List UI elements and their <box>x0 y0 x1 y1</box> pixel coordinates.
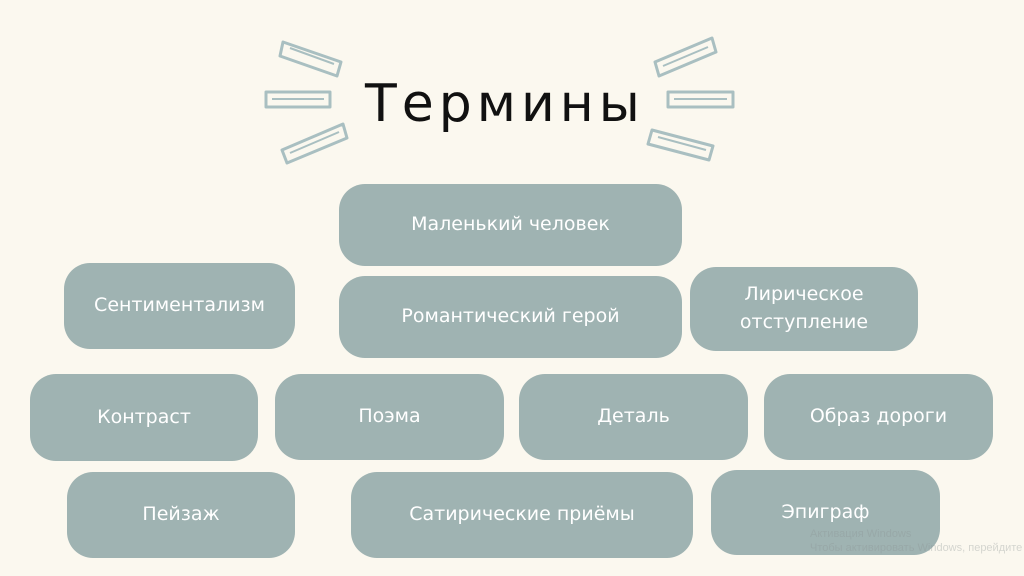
stroke-right-mid <box>666 90 735 109</box>
decorative-strokes <box>264 36 735 165</box>
term-label: Сатирические приёмы <box>409 503 635 526</box>
stroke-left-top <box>278 40 343 78</box>
term-little-man: Маленький человек <box>339 184 682 266</box>
term-label: Пейзаж <box>142 503 220 526</box>
term-label: Поэма <box>358 405 421 428</box>
term-label: Эпиграф <box>781 500 870 523</box>
windows-activation-watermark: Активация Windows Чтобы активировать Win… <box>810 528 1024 555</box>
term-label: Маленький человек <box>411 213 610 236</box>
term-label: Образ дороги <box>809 405 948 428</box>
term-detail: Деталь <box>519 374 748 460</box>
term-contrast: Контраст <box>30 374 258 461</box>
term-label: Сентиментализм <box>94 294 265 317</box>
term-label: Лирическое отступление <box>739 283 869 333</box>
term-satirical-devices: Сатирические приёмы <box>351 472 693 558</box>
term-road-image: Образ дороги <box>764 374 993 460</box>
term-epigraph: Эпиграф <box>711 470 940 555</box>
term-label: Романтический герой <box>401 305 620 328</box>
term-label: Контраст <box>97 405 191 428</box>
term-sentimentalism: Сентиментализм <box>64 263 295 349</box>
slide-title: Термины <box>365 74 645 134</box>
stroke-left-bottom <box>280 122 349 165</box>
term-romantic-hero: Романтический герой <box>339 276 682 358</box>
stroke-right-bottom <box>646 128 715 162</box>
term-poem: Поэма <box>275 374 504 460</box>
term-label: Деталь <box>597 405 670 428</box>
stroke-left-mid <box>264 90 332 109</box>
term-lyrical-digression: Лирическое отступление <box>690 267 918 351</box>
stroke-right-top <box>653 36 718 78</box>
term-landscape: Пейзаж <box>67 472 295 558</box>
